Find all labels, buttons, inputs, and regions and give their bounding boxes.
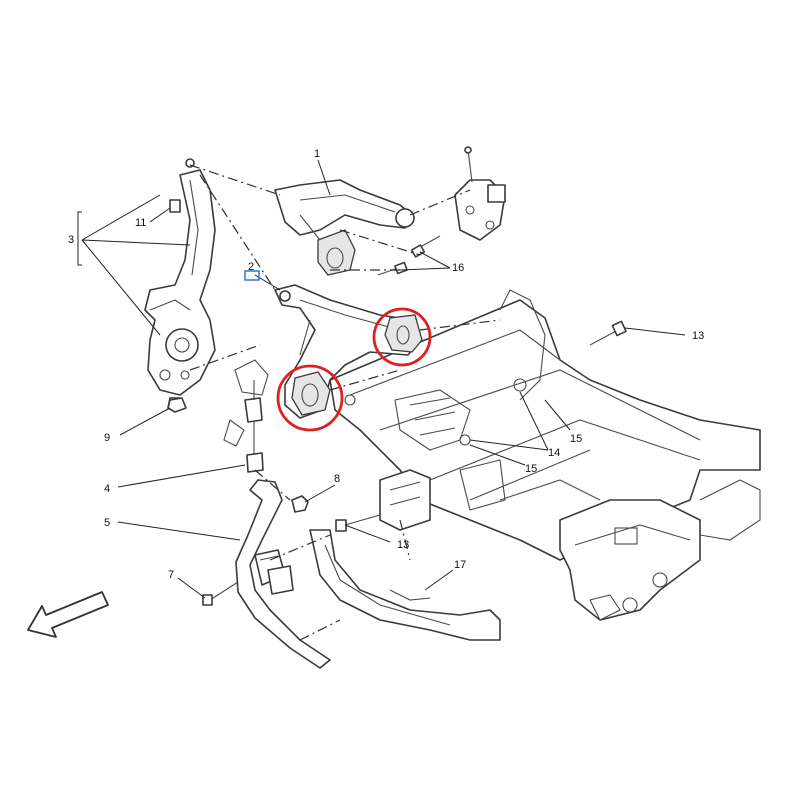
part-2-label-box [244, 270, 260, 281]
callout-11: 11 [135, 217, 146, 229]
bolt-13-upper [589, 320, 627, 346]
stabilizer-bar [235, 479, 331, 669]
nut-9 [167, 397, 187, 413]
nut-8 [291, 495, 309, 513]
callout-15-left: 15 [525, 463, 537, 475]
front-direction-arrow-icon [27, 591, 109, 638]
assembly-lines [189, 164, 501, 641]
steering-knuckle [144, 158, 216, 409]
callout-9: 9 [104, 432, 110, 444]
bolt-7 [202, 581, 239, 606]
callout-5: 5 [104, 517, 110, 529]
bolt-set-16 [377, 235, 441, 276]
callout-3: 3 [68, 234, 74, 246]
leader-lines [81, 159, 686, 599]
callout-15-right: 15 [570, 433, 582, 445]
stabilizer-link [223, 359, 269, 473]
frame-cradle [329, 289, 761, 621]
upper-control-arm [274, 179, 415, 276]
skid-plate [309, 529, 501, 641]
callout-13-lower: 13 [397, 539, 409, 551]
lower-control-arm [274, 284, 423, 419]
front-bushing-highlight [276, 364, 344, 432]
callout-17: 17 [454, 559, 466, 571]
bolt-13-lower [335, 514, 381, 532]
callout-14: 14 [548, 447, 560, 459]
callout-7: 7 [168, 569, 174, 581]
bracket-3 [77, 211, 82, 266]
rear-bushing-highlight [372, 307, 432, 367]
upper-ball-joint-bracket [454, 146, 506, 241]
callout-8: 8 [334, 473, 340, 485]
callout-4: 4 [104, 483, 110, 495]
callout-1: 1 [314, 148, 320, 160]
callout-13-upper: 13 [692, 330, 704, 342]
callout-16: 16 [452, 262, 464, 274]
callout-2: 2 [248, 261, 254, 273]
